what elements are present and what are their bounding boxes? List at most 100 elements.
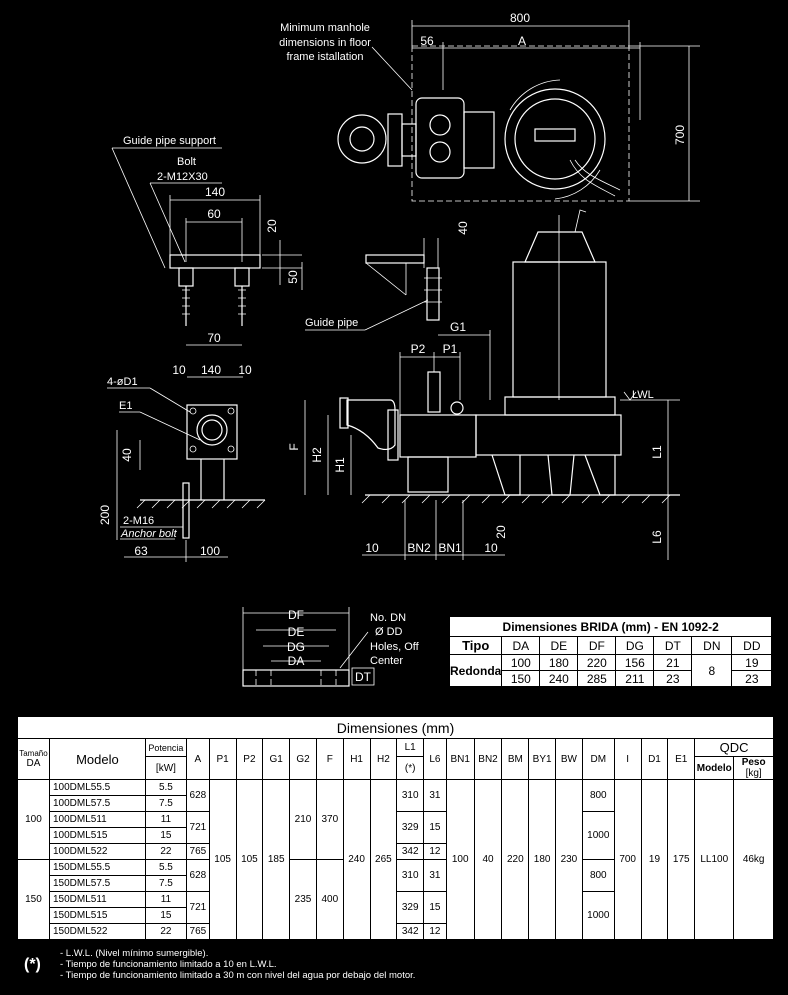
- power-cell: 22: [144, 923, 188, 940]
- guide-support-title: Guide pipe support: [123, 135, 216, 147]
- brida-cell: 156: [615, 654, 655, 671]
- hdr-G1: G1: [262, 738, 291, 780]
- top-view: 800 56 A 700 Minimum manhole dimensions …: [279, 11, 700, 202]
- model-cell: 100DML522: [48, 843, 146, 860]
- brida-cell: 180: [539, 654, 579, 671]
- footnote-marker: (*): [24, 956, 41, 973]
- hdr-H1: H1: [342, 738, 371, 780]
- brida-cell: 211: [615, 670, 655, 687]
- model-cell: 150DML57.5: [48, 875, 146, 892]
- label-G1: G1: [450, 320, 466, 334]
- dim-100: 100: [200, 544, 220, 558]
- hdr-star: (*): [396, 756, 425, 780]
- hdr-modelo: Modelo: [48, 738, 146, 780]
- F-cell: 370: [315, 779, 344, 860]
- dim-200: 200: [98, 505, 112, 525]
- DM-cell: 800: [581, 859, 615, 892]
- brida-cell: 21: [653, 654, 693, 671]
- P2-cell: 105: [235, 779, 264, 940]
- hdr-potencia: Potencia: [144, 738, 188, 757]
- dim-63: 63: [134, 544, 148, 558]
- flange-detail: DF DE DG DA No. DN Ø DD Holes, Off Cente…: [242, 607, 420, 687]
- hdr-peso: Peso: [741, 757, 766, 769]
- label-L6: L6: [650, 530, 664, 544]
- brida-title: Dimensiones BRIDA (mm) - EN 1092-2: [448, 616, 773, 637]
- qdc-model-cell: LL100: [694, 779, 735, 940]
- brida-header-dn: DN: [691, 636, 733, 655]
- A-cell: 765: [186, 923, 210, 940]
- hdr-DM: DM: [581, 738, 615, 780]
- brida-cell: 150: [501, 670, 541, 687]
- G1-cell: 185: [262, 779, 291, 940]
- power-cell: 7.5: [144, 875, 188, 892]
- label-DD: Ø DD: [375, 626, 403, 638]
- BY1-cell: 180: [528, 779, 557, 940]
- brida-header-df: DF: [577, 636, 617, 655]
- hdr-QDC: QDC: [694, 738, 774, 757]
- dim-10-a: 10: [172, 363, 186, 377]
- footnotes: (*) - L.W.L. (Nivel mínimo sumergible). …: [18, 946, 778, 991]
- BW-cell: 230: [555, 779, 583, 940]
- H1-cell: 240: [342, 779, 371, 940]
- label-DT: DT: [355, 670, 372, 684]
- manhole-note-1: Minimum manhole: [280, 22, 370, 34]
- brida-cell: 240: [539, 670, 579, 687]
- dim-40-guide: 40: [456, 221, 470, 235]
- L6-cell: 12: [423, 923, 447, 940]
- hdr-P2: P2: [235, 738, 264, 780]
- peso-cell: 46kg: [733, 779, 774, 940]
- footnote-1: - L.W.L. (Nivel mínimo sumergible).: [60, 948, 209, 959]
- brida-header-dg: DG: [615, 636, 655, 655]
- power-cell: 7.5: [144, 795, 188, 812]
- dim-40-base: 40: [120, 448, 134, 462]
- G2-cell: 235: [289, 859, 317, 940]
- flange-base-view: 4-øD1 E1 10 140 10 40 200 2-M16 Anchor b…: [98, 363, 266, 562]
- label-DF: DF: [288, 608, 304, 622]
- label-L1: L1: [650, 445, 664, 459]
- power-cell: 5.5: [144, 859, 188, 876]
- DM-cell: 1000: [581, 891, 615, 940]
- holes-label: 4-øD1: [107, 376, 138, 388]
- dim-A: A: [518, 34, 526, 48]
- hdr-A: A: [186, 738, 210, 780]
- A-cell: 628: [186, 859, 210, 892]
- dim-140-support: 140: [205, 185, 225, 199]
- A-cell: 721: [186, 891, 210, 924]
- power-cell: 11: [144, 811, 188, 828]
- L1-cell: 310: [396, 779, 425, 812]
- label-H2: H2: [310, 447, 324, 463]
- model-cell: 150DML511: [48, 891, 146, 908]
- anchor-bolt-label: Anchor bolt: [120, 528, 178, 540]
- cell-da-100: 100: [17, 779, 50, 860]
- H2-cell: 265: [369, 779, 398, 940]
- brida-cell: 285: [577, 670, 617, 687]
- L1-cell: 342: [396, 843, 425, 860]
- power-cell: 15: [144, 907, 188, 924]
- dim-20-side: 20: [494, 525, 508, 539]
- L1-cell: 310: [396, 859, 425, 892]
- A-cell: 628: [186, 779, 210, 812]
- label-DA: DA: [288, 654, 305, 668]
- P1-cell: 105: [208, 779, 237, 940]
- dim-10-left: 10: [365, 541, 379, 555]
- brida-header-de: DE: [539, 636, 579, 655]
- hdr-BN1: BN1: [445, 738, 475, 780]
- model-cell: 150DML515: [48, 907, 146, 924]
- model-cell: 100DML57.5: [48, 795, 146, 812]
- technical-drawing: 800 56 A 700 Minimum manhole dimensions …: [98, 11, 700, 687]
- hdr-H2: H2: [369, 738, 398, 780]
- L1-cell: 342: [396, 923, 425, 940]
- brida-dn: 8: [691, 654, 733, 687]
- L6-cell: 15: [423, 811, 447, 844]
- hdr-P1: P1: [208, 738, 237, 780]
- model-cell: 150DML55.5: [48, 859, 146, 876]
- guide-pipe-label: Guide pipe: [305, 317, 358, 329]
- model-cell: 150DML522: [48, 923, 146, 940]
- brida-cell: 100: [501, 654, 541, 671]
- dim-10-b: 10: [238, 363, 252, 377]
- brida-cell: 23: [731, 670, 773, 687]
- dim-140-base: 140: [201, 363, 221, 377]
- model-cell: 100DML515: [48, 827, 146, 844]
- dim-800: 800: [510, 11, 530, 25]
